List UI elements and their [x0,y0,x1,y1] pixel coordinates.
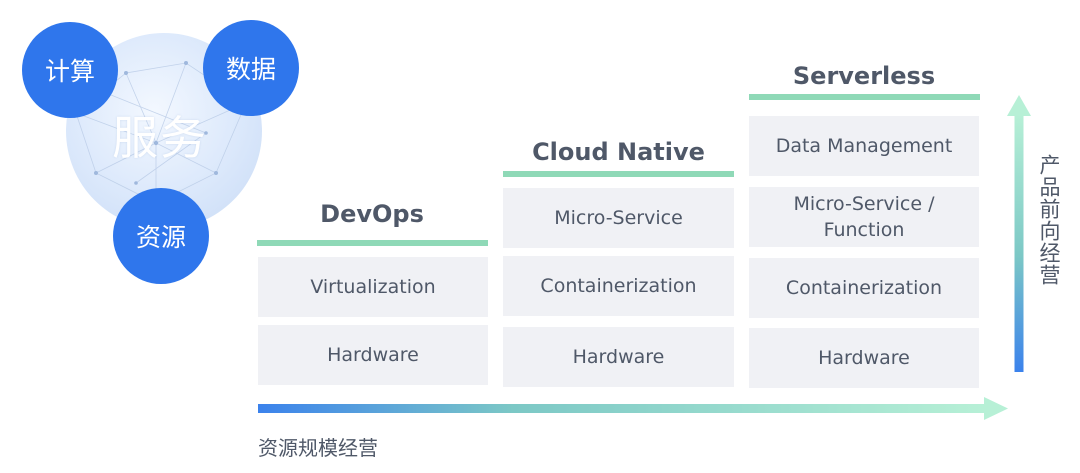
bubble-resource: 资源 [113,188,209,284]
cell-serverless-2: Micro-Service / Function [749,187,979,247]
column-title-cloud-native: Cloud Native [532,138,705,166]
cell-devops-1: Virtualization [258,257,488,317]
column-rule-devops [257,240,488,246]
center-label: 服务 [112,111,208,165]
bubble-data: 数据 [203,20,299,116]
cell-serverless-4: Hardware [749,328,979,388]
cell-serverless-3: Containerization [749,258,979,318]
column-rule-cloud-native [503,171,734,177]
cell-cloud-native-2: Containerization [503,256,734,316]
mesh-pattern [75,61,248,204]
cell-cloud-native-1: Micro-Service [503,188,734,248]
vertical-arrow [1007,95,1031,372]
horizontal-arrow [258,397,1008,420]
cell-devops-2: Hardware [258,325,488,385]
cell-serverless-1: Data Management [749,116,979,176]
column-title-serverless: Serverless [792,62,936,90]
column-rule-serverless [749,94,980,100]
x-axis-label: 资源规模经营 [258,436,378,460]
y-axis-label: 产品前向经营 [1037,154,1061,286]
cell-cloud-native-3: Hardware [503,327,734,387]
bubble-compute: 计算 [22,22,118,118]
column-title-devops: DevOps [320,200,424,228]
